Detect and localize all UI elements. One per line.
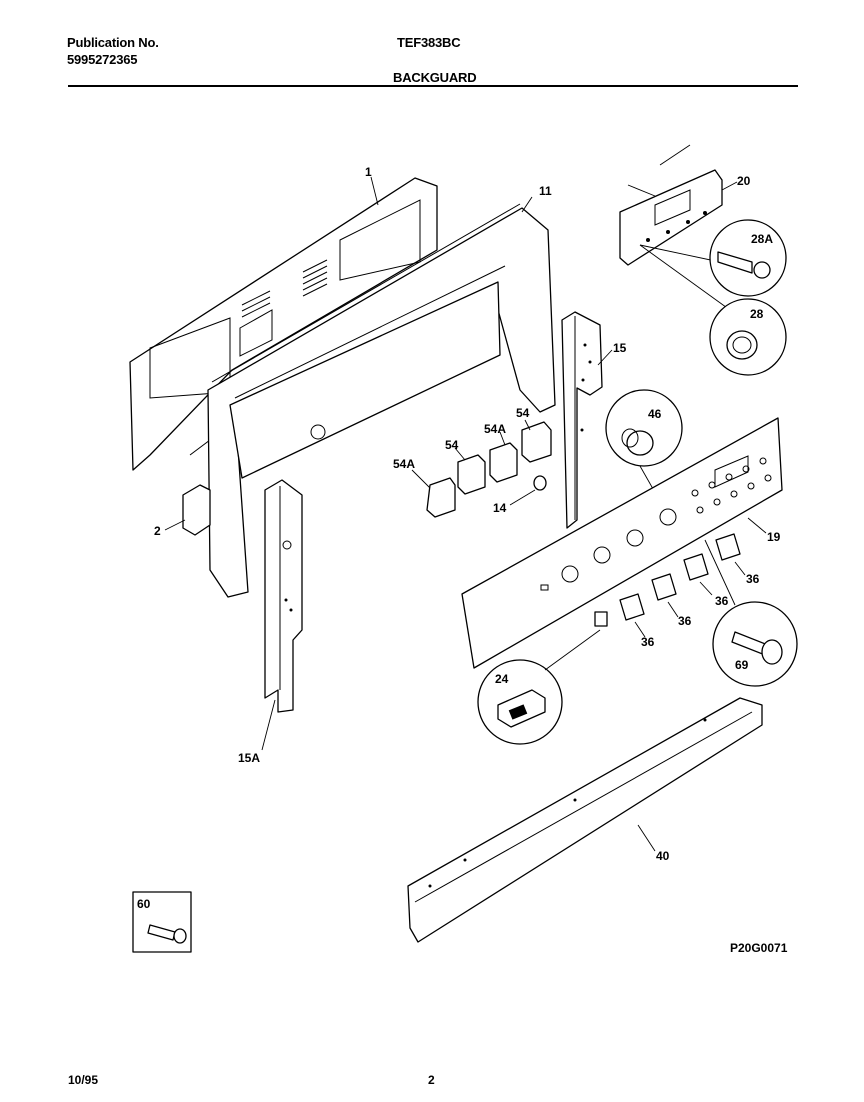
publication-number: 5995272365	[67, 52, 138, 67]
callout-36-a: 36	[746, 572, 760, 586]
switches-part-54	[411, 419, 552, 518]
control-panel-part-19	[461, 417, 783, 669]
part-46-detail	[605, 389, 683, 511]
left-bracket-part-15a	[261, 479, 303, 751]
callout-24: 24	[495, 672, 509, 686]
model-number: TEF383BC	[397, 35, 461, 50]
callout-28a: 28A	[751, 232, 773, 246]
callout-19: 19	[767, 530, 781, 544]
callout-20: 20	[737, 174, 751, 188]
callout-36-c: 36	[678, 614, 692, 628]
section-title: BACKGUARD	[393, 70, 477, 85]
side-clip-part-2	[164, 484, 211, 536]
part-28a-detail	[709, 219, 787, 297]
callout-54a-left: 54A	[393, 457, 415, 471]
callout-14: 14	[493, 501, 507, 515]
drawing-code: P20G0071	[730, 941, 788, 955]
callout-36-d: 36	[641, 635, 655, 649]
part-60-detail	[132, 891, 192, 953]
callout-15a: 15A	[238, 751, 260, 765]
callout-11: 11	[539, 184, 552, 198]
publication-label: Publication No.	[67, 35, 159, 50]
vent-slots	[241, 259, 328, 318]
callout-15: 15	[613, 341, 627, 355]
part-28-detail	[709, 298, 787, 376]
callout-69: 69	[735, 658, 749, 672]
keypad-buttons	[691, 457, 772, 514]
header-rule	[68, 85, 798, 87]
callout-2: 2	[154, 524, 161, 538]
part-24-detail	[477, 611, 608, 745]
footer-date: 10/95	[68, 1073, 98, 1087]
callout-1: 1	[365, 165, 372, 179]
footer-page: 2	[428, 1073, 435, 1087]
callout-54-top: 54	[516, 406, 530, 420]
indicator-light-part-14	[509, 475, 547, 506]
clock-timer-part-20	[619, 144, 738, 311]
part-69-detail	[704, 539, 798, 687]
callout-54a-top: 54A	[484, 422, 506, 436]
callout-54-mid: 54	[445, 438, 459, 452]
knobs-part-36	[619, 533, 746, 638]
callout-40: 40	[656, 849, 670, 863]
callout-36-b: 36	[715, 594, 729, 608]
callout-46: 46	[648, 407, 662, 421]
right-bracket-part-15	[561, 311, 613, 529]
callout-60: 60	[137, 897, 151, 911]
backguard-frame-part-11	[207, 196, 556, 598]
callout-28: 28	[750, 307, 764, 321]
trim-strip-part-40	[407, 697, 763, 943]
